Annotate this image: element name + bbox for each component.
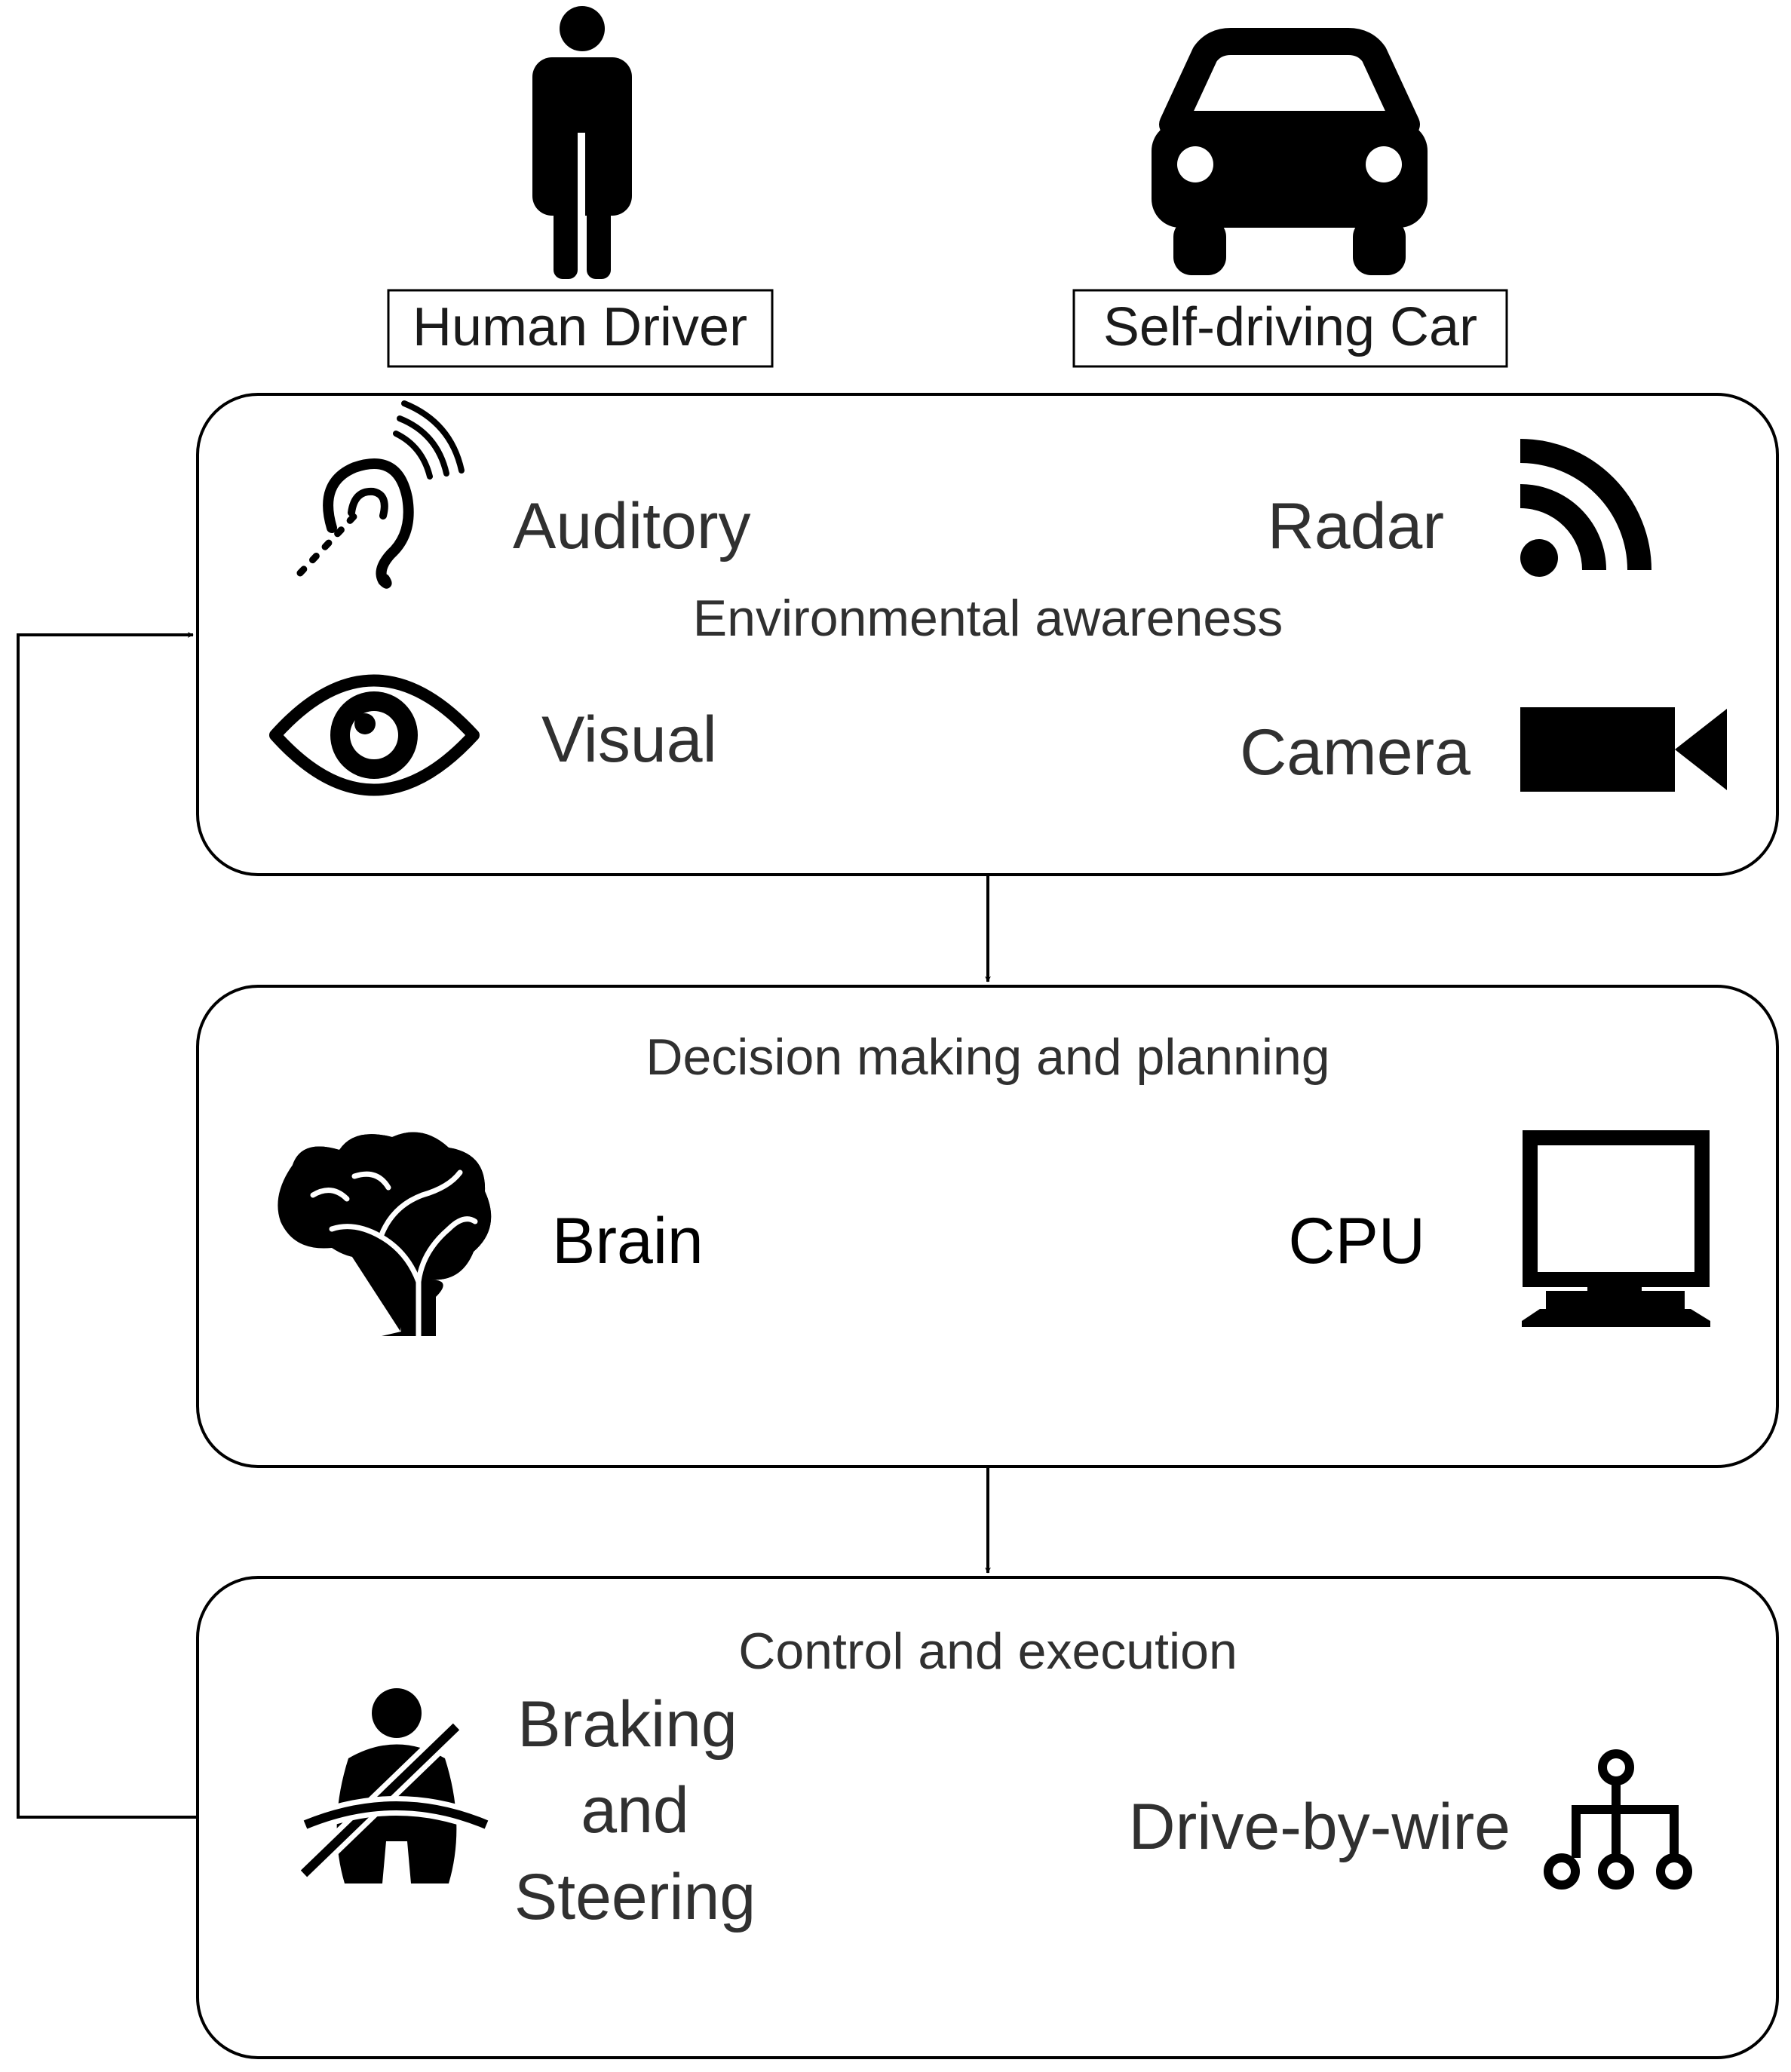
eye-icon [269,674,480,796]
human-driver-label: Human Driver [412,297,747,357]
feedback-loop-arrow [17,632,198,1819]
human-driver-label-box [387,289,774,368]
braking-steering-label-line3: Steering [514,1861,756,1933]
camera-icon [1520,707,1727,792]
braking-steering-label-line2: and [581,1774,689,1847]
auditory-label: Auditory [513,490,751,562]
network-icon [1544,1749,1692,1890]
brain-label: Brain [552,1205,704,1277]
self-driving-car-label: Self-driving Car [1103,297,1477,357]
control-stage-title: Control and execution [738,1623,1237,1680]
radar-icon [1520,439,1651,577]
monitor-icon [1522,1130,1710,1327]
drive-by-wire-label: Drive-by-wire [1129,1791,1510,1863]
ear-icon [296,400,465,589]
self-driving-car-label-box [1072,289,1508,368]
car-icon [1152,28,1428,275]
seatbelt-icon [296,1688,491,1883]
visual-label: Visual [541,703,717,776]
decision-stage-title: Decision making and planning [646,1028,1329,1086]
cpu-label: CPU [1288,1205,1425,1277]
brain-icon [278,1132,492,1339]
radar-label: Radar [1268,490,1444,562]
braking-steering-label-line1: Braking [517,1688,738,1761]
person-icon [532,6,632,279]
awareness-stage-title: Environmental awareness [693,590,1283,647]
camera-label: Camera [1240,716,1471,789]
